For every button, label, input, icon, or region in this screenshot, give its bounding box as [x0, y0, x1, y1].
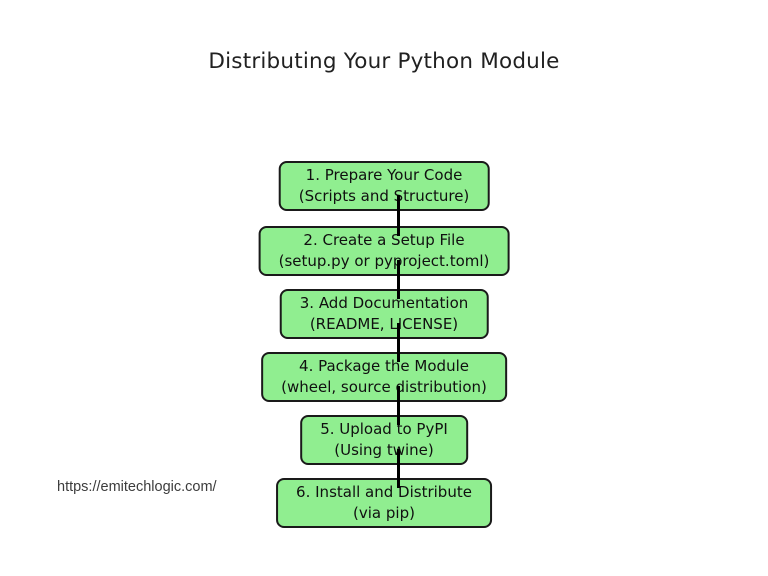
- flow-step-box: 1. Prepare Your Code (Scripts and Struct…: [278, 161, 490, 211]
- flow-step-box: 2. Create a Setup File (setup.py or pypr…: [258, 226, 510, 276]
- connector-line: [397, 323, 400, 362]
- flow-step-box: 3. Add Documentation (README, LICENSE): [279, 289, 489, 339]
- watermark-url: https://emitechlogic.com/: [57, 479, 217, 495]
- connector-line: [397, 386, 400, 425]
- step-line2: (via pip): [353, 504, 415, 522]
- step-line2: (Scripts and Structure): [298, 187, 470, 205]
- step-line1: 5. Upload to PyPI: [320, 420, 448, 438]
- flow-step-box: 6. Install and Distribute (via pip): [276, 478, 492, 528]
- step-line2: (setup.py or pyproject.toml): [278, 252, 490, 270]
- flow-step-box: 4. Package the Module (wheel, source dis…: [261, 352, 507, 402]
- step-line1: 4. Package the Module: [299, 357, 469, 375]
- step-line2: (Using twine): [334, 441, 434, 459]
- connector-line: [397, 449, 400, 488]
- step-line1: 3. Add Documentation: [299, 294, 469, 312]
- step-line2: (wheel, source distribution): [281, 378, 487, 396]
- step-line1: 6. Install and Distribute: [296, 483, 472, 501]
- step-line1: 1. Prepare Your Code: [305, 166, 463, 184]
- step-line2: (README, LICENSE): [309, 315, 459, 333]
- flow-step-box: 5. Upload to PyPI (Using twine): [300, 415, 468, 465]
- connector-line: [397, 195, 400, 236]
- connector-line: [397, 260, 400, 299]
- step-line1: 2. Create a Setup File: [303, 231, 465, 249]
- diagram-title: Distributing Your Python Module: [208, 49, 560, 74]
